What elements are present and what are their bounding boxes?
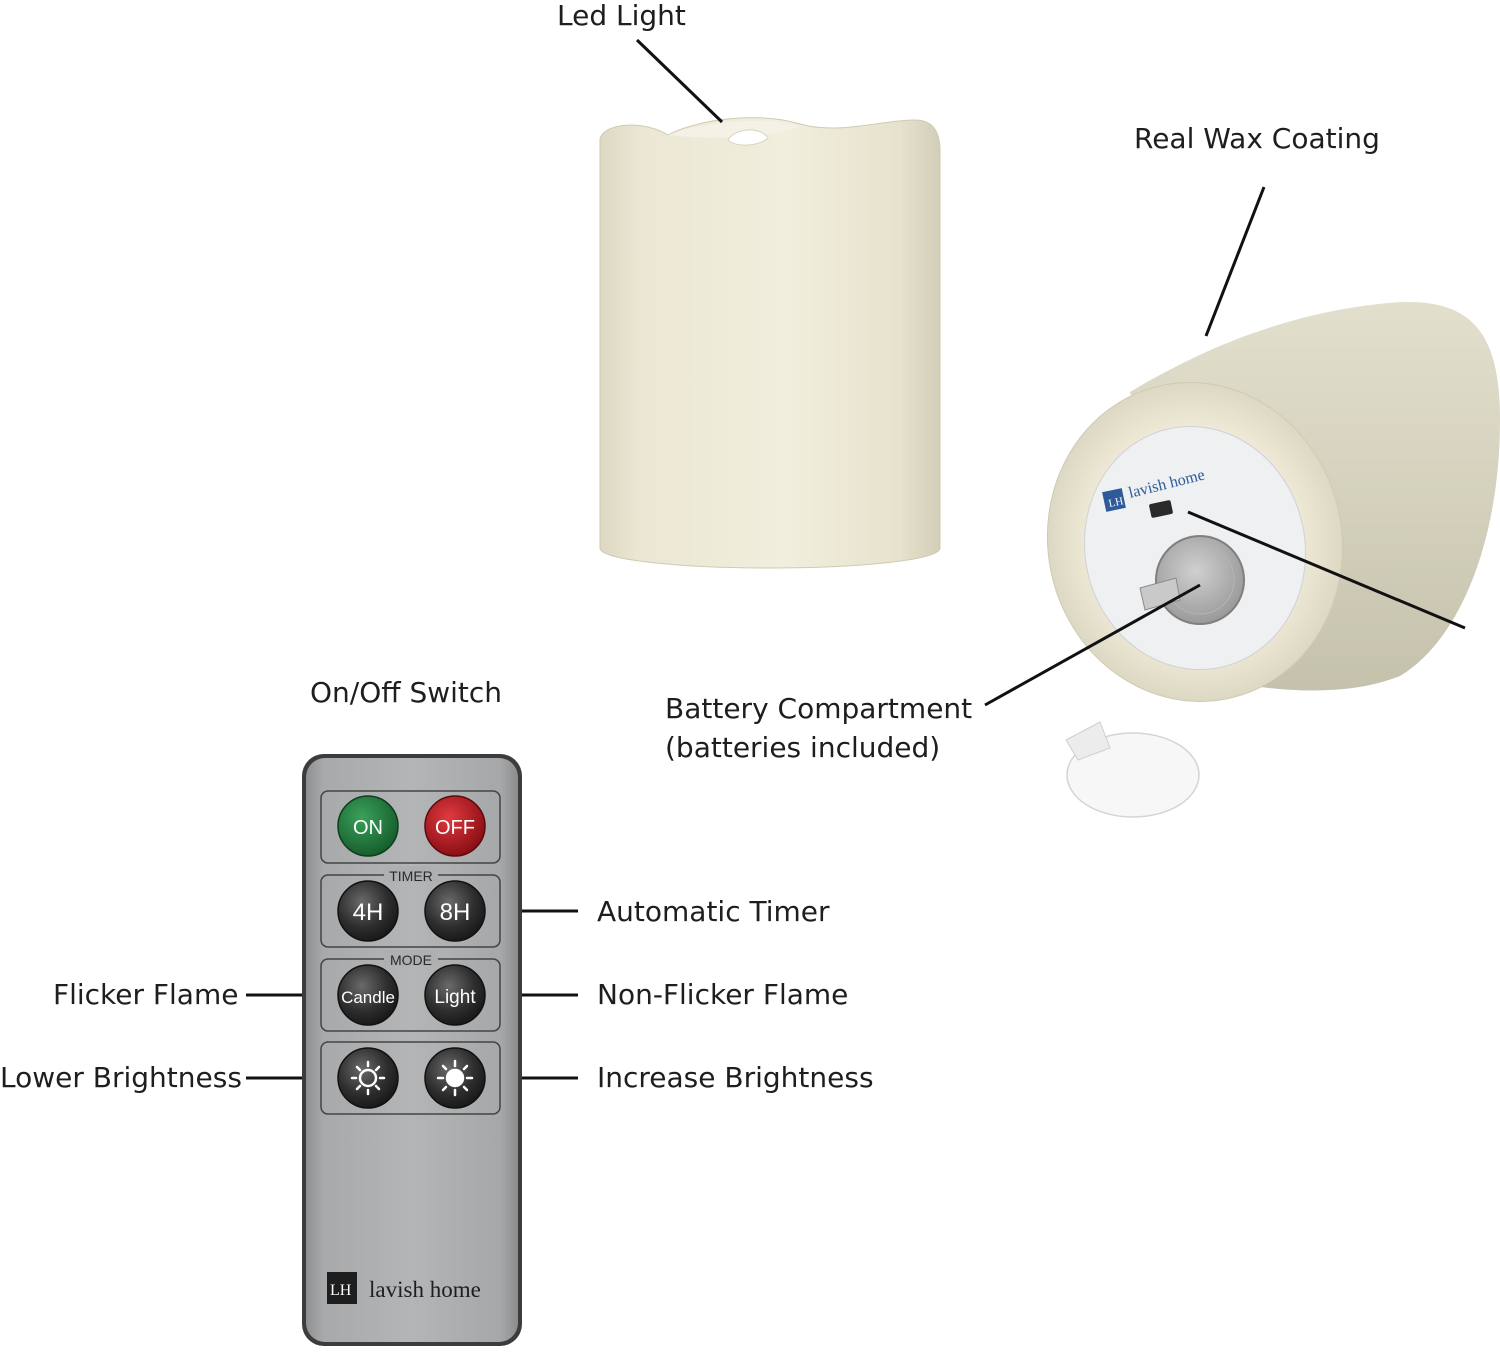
- mode-candle-button[interactable]: Candle: [337, 964, 399, 1026]
- battery-cover-tab: [1065, 721, 1111, 761]
- label-led-light: Led Light: [557, 0, 686, 32]
- sun-filled-icon: [436, 1059, 474, 1097]
- remote-monogram-mark: [327, 1272, 357, 1304]
- label-automatic-timer: Automatic Timer: [597, 895, 830, 928]
- off-button[interactable]: OFF: [424, 795, 486, 857]
- remote-brand: lavish home: [369, 1277, 481, 1302]
- label-batteries-included: (batteries included): [665, 731, 941, 764]
- label-real-wax-coating: Real Wax Coating: [1134, 122, 1380, 155]
- leader-on-off-switch: [1187, 510, 1466, 630]
- svg-text:8H: 8H: [440, 899, 471, 926]
- lying-candle: LH lavish home: [1046, 301, 1500, 818]
- timer-8h-button[interactable]: 8H: [424, 880, 486, 942]
- leader-led-light: [635, 38, 724, 124]
- leader-battery: [984, 583, 1201, 707]
- svg-text:Light: Light: [434, 987, 476, 1008]
- upright-candle: [599, 117, 941, 569]
- candle-top-opening: [668, 120, 800, 138]
- mode-light-button[interactable]: Light: [424, 964, 486, 1026]
- label-increase-brightness: Increase Brightness: [597, 1061, 874, 1094]
- candle-base-monogram: LH: [1108, 495, 1125, 510]
- label-lower-brightness: Lower Brightness: [0, 1061, 242, 1094]
- mode-group-label: MODE: [390, 952, 432, 968]
- candle-body: [599, 117, 941, 569]
- brightness-group-frame: [320, 1041, 501, 1115]
- remote-control: TIMER MODE ON OFF 4H 8H Candle Light: [302, 754, 522, 1346]
- svg-text:4H: 4H: [353, 899, 384, 926]
- label-flicker-flame: Flicker Flame: [53, 978, 239, 1011]
- label-on-off-switch: On/Off Switch: [310, 676, 503, 709]
- led-bulb-icon: [727, 129, 769, 146]
- svg-text:OFF: OFF: [435, 817, 475, 839]
- label-non-flicker-flame: Non-Flicker Flame: [597, 978, 849, 1011]
- sun-outline-icon: [350, 1060, 386, 1096]
- svg-text:ON: ON: [353, 817, 383, 839]
- candle-base-monogram-mark: [1102, 488, 1126, 512]
- remote-face: [306, 758, 518, 1342]
- svg-text:Candle: Candle: [341, 988, 395, 1007]
- battery-cover: [1066, 732, 1200, 818]
- power-group-frame: [320, 790, 501, 864]
- label-battery-compartment: Battery Compartment: [665, 692, 973, 725]
- battery-coin-icon: [1155, 535, 1245, 625]
- on-button[interactable]: ON: [337, 795, 399, 857]
- timer-4h-button[interactable]: 4H: [337, 880, 399, 942]
- brightness-down-button[interactable]: [337, 1047, 399, 1109]
- timer-group-label: TIMER: [389, 868, 433, 884]
- candle-base-switch: [1149, 500, 1173, 518]
- remote-monogram: LH: [330, 1282, 352, 1299]
- brightness-up-button[interactable]: [424, 1047, 486, 1109]
- leader-real-wax: [1204, 186, 1266, 337]
